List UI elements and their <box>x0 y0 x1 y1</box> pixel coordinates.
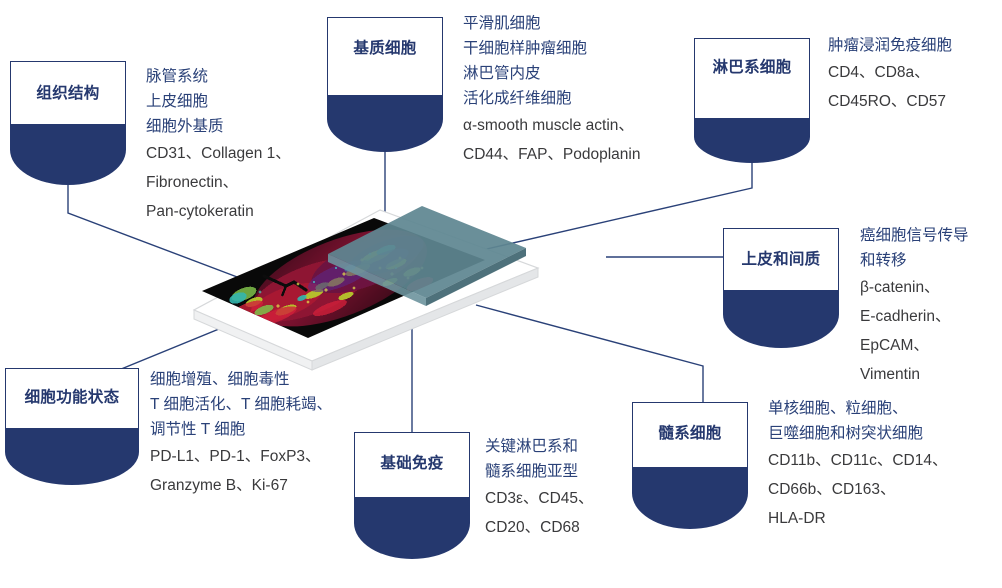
marker-line: β-catenin、 <box>860 279 940 296</box>
text-cell-function-state: 细胞增殖、细胞毒性 T 细胞活化、T 细胞耗竭、 调节性 T 细胞 PD-L1、… <box>150 367 332 500</box>
desc-line: 细胞增殖、细胞毒性 <box>150 371 290 388</box>
desc-line: 和转移 <box>860 252 907 269</box>
marker-line: CD4、CD8a、 <box>828 64 930 81</box>
panel-title: 基础免疫 <box>380 455 444 472</box>
panel-title: 细胞功能状态 <box>24 389 120 406</box>
text-epithelial-mesenchymal: 癌细胞信号传导 和转移 β-catenin、 E-cadherin、 EpCAM… <box>860 223 969 389</box>
desc-line: T 细胞活化、T 细胞耗竭、 <box>150 396 332 413</box>
desc-line: 髓系细胞亚型 <box>485 463 579 480</box>
panel-title: 上皮和间质 <box>741 251 821 268</box>
marker-line: CD11b、CD11c、CD14、 <box>768 452 948 469</box>
marker-line: α-smooth muscle actin、 <box>463 117 634 134</box>
desc-line: 平滑肌细胞 <box>463 15 541 32</box>
panel-myeloid-cells[interactable]: 髓系细胞 <box>632 402 748 529</box>
vessel-top <box>10 61 126 124</box>
desc-line: 淋巴管内皮 <box>463 65 541 82</box>
vessel-bottom <box>327 95 443 152</box>
panel-stromal-cells[interactable]: 基质细胞 <box>327 17 443 152</box>
marker-line: Vimentin <box>860 366 921 383</box>
text-stromal-cells: 平滑肌细胞 干细胞样肿瘤细胞 淋巴管内皮 活化成纤维细胞 α-smooth mu… <box>463 11 641 169</box>
desc-line: 活化成纤维细胞 <box>463 90 572 107</box>
marker-line: CD31、Collagen 1、 <box>146 145 291 162</box>
vessel-bottom <box>354 497 470 559</box>
text-tissue-structure: 脉管系统 上皮细胞 细胞外基质 CD31、Collagen 1、 Fibrone… <box>146 64 291 226</box>
desc-line: 关键淋巴系和 <box>485 438 579 455</box>
vessel-bottom <box>723 290 839 348</box>
desc-line: 单核细胞、粒细胞、 <box>768 400 908 417</box>
desc-line: 巨噬细胞和树突状细胞 <box>768 425 924 442</box>
desc-line: 干细胞样肿瘤细胞 <box>463 40 588 57</box>
desc-line: 脉管系统 <box>146 68 209 85</box>
panel-tissue-structure[interactable]: 组织结构 <box>10 61 126 185</box>
marker-line: CD3ε、CD45、 <box>485 490 594 507</box>
marker-line: Pan-cytokeratin <box>146 203 254 220</box>
marker-line: CD20、CD68 <box>485 519 580 536</box>
panel-lymphoid-cells[interactable]: 淋巴系细胞 <box>694 38 810 163</box>
marker-line: CD44、FAP、Podoplanin <box>463 146 641 163</box>
marker-line: HLA-DR <box>768 510 826 527</box>
desc-line: 上皮细胞 <box>146 93 209 110</box>
desc-line: 调节性 T 细胞 <box>150 421 246 438</box>
panel-title: 基质细胞 <box>353 40 417 57</box>
marker-line: Fibronectin、 <box>146 174 239 191</box>
panel-title: 淋巴系细胞 <box>712 59 792 76</box>
marker-line: PD-L1、PD-1、FoxP3、 <box>150 448 321 465</box>
vessel-bottom <box>694 118 810 163</box>
vessel-top <box>694 38 810 118</box>
panel-title: 组织结构 <box>36 85 100 102</box>
marker-line: EpCAM、 <box>860 337 929 354</box>
panel-cell-function-state[interactable]: 细胞功能状态 <box>5 368 139 485</box>
vessel-bottom <box>5 428 139 485</box>
desc-line: 癌细胞信号传导 <box>860 227 969 244</box>
coverslip <box>328 206 526 306</box>
marker-line: Granzyme B、Ki-67 <box>150 477 288 494</box>
microscope-slide <box>190 198 610 373</box>
vessel-bottom <box>632 467 748 529</box>
panel-basic-immunity[interactable]: 基础免疫 <box>354 432 470 559</box>
text-basic-immunity: 关键淋巴系和 髓系细胞亚型 CD3ε、CD45、 CD20、CD68 <box>485 434 594 542</box>
desc-line: 细胞外基质 <box>146 118 224 135</box>
marker-line: E-cadherin、 <box>860 308 951 325</box>
marker-line: CD45RO、CD57 <box>828 93 947 110</box>
vessel-top <box>632 402 748 467</box>
vessel-top <box>354 432 470 497</box>
desc-line: 肿瘤浸润免疫细胞 <box>828 37 953 54</box>
marker-line: CD66b、CD163、 <box>768 481 896 498</box>
panel-title: 髓系细胞 <box>658 425 722 442</box>
panel-epithelial-mesenchymal[interactable]: 上皮和间质 <box>723 228 839 348</box>
vessel-bottom <box>10 124 126 185</box>
text-myeloid-cells: 单核细胞、粒细胞、 巨噬细胞和树突状细胞 CD11b、CD11c、CD14、 C… <box>768 396 947 533</box>
text-lymphoid-cells: 肿瘤浸润免疫细胞 CD4、CD8a、 CD45RO、CD57 <box>828 33 952 116</box>
vessel-top <box>327 17 443 95</box>
